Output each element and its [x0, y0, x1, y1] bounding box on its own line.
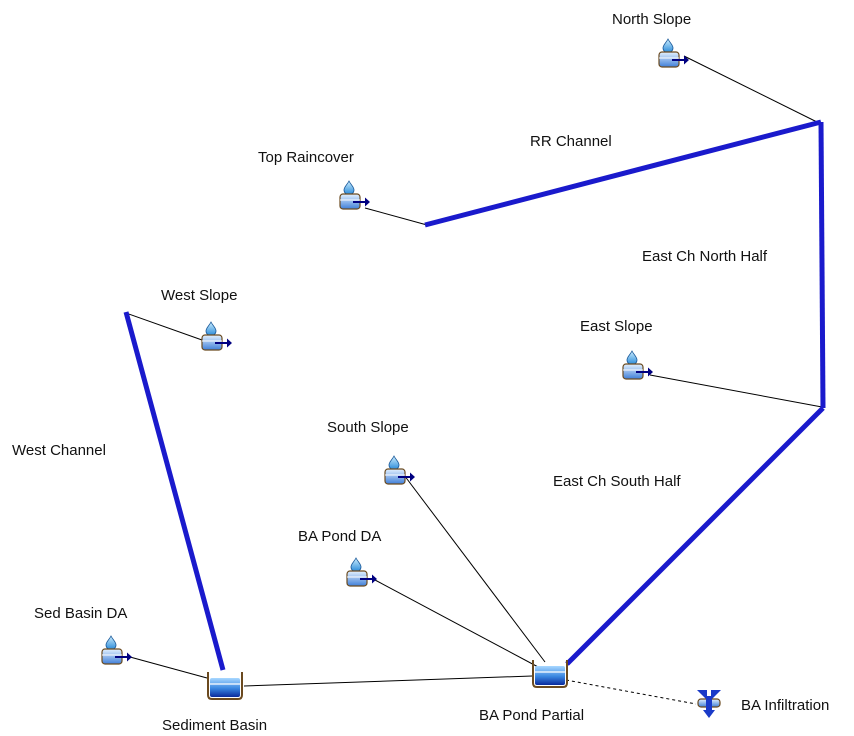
connector-top-raincover	[364, 207, 428, 226]
connector-east-slope	[649, 374, 823, 408]
subbasin-icon	[339, 180, 371, 210]
connector-ba-pond-to-infiltration	[565, 679, 697, 705]
connector-ba-pond-da	[374, 579, 541, 669]
sink-ba-infiltration[interactable]	[696, 689, 722, 719]
label-sediment-basin: Sediment Basin	[162, 717, 267, 734]
connector-sediment-to-ba-pond	[243, 675, 533, 687]
connector-south-slope	[403, 474, 546, 663]
subbasin-ba-pond-da[interactable]	[346, 557, 378, 587]
connector-west-slope	[125, 312, 203, 341]
reach-east-ch-north-half[interactable]	[818, 121, 826, 409]
subbasin-icon	[622, 350, 654, 380]
subbasin-south-slope[interactable]	[384, 455, 416, 485]
subbasin-icon	[658, 38, 690, 68]
label-west-channel: West Channel	[12, 442, 106, 459]
reservoir-ba-pond-partial[interactable]	[532, 659, 568, 688]
label-east-ch-south-half: East Ch South Half	[553, 473, 681, 490]
reservoir-icon	[532, 659, 568, 688]
subbasin-east-slope[interactable]	[622, 350, 654, 380]
connector-sed-basin-da	[129, 656, 208, 679]
label-ba-infiltration: BA Infiltration	[741, 697, 829, 714]
label-rr-channel: RR Channel	[530, 133, 612, 150]
reservoir-icon	[207, 671, 243, 700]
label-north-slope: North Slope	[612, 11, 691, 28]
subbasin-icon	[346, 557, 378, 587]
subbasin-west-slope[interactable]	[201, 321, 233, 351]
connector-north-slope	[683, 55, 820, 124]
label-east-slope: East Slope	[580, 318, 653, 335]
label-east-ch-north-half: East Ch North Half	[642, 248, 768, 265]
subbasin-top-raincover[interactable]	[339, 180, 371, 210]
sink-icon	[696, 689, 722, 719]
label-top-raincover: Top Raincover	[258, 149, 354, 166]
label-ba-pond-partial: BA Pond Partial	[479, 707, 584, 724]
reach-west-channel[interactable]	[123, 311, 226, 671]
subbasin-icon	[201, 321, 233, 351]
subbasin-north-slope[interactable]	[658, 38, 690, 68]
label-west-slope: West Slope	[161, 287, 237, 304]
reach-east-ch-south-half[interactable]	[565, 406, 825, 666]
subbasin-icon	[101, 635, 133, 665]
subbasin-sed-basin-da[interactable]	[101, 635, 133, 665]
label-sed-basin-da: Sed Basin DA	[34, 605, 127, 622]
reservoir-sediment-basin[interactable]	[207, 671, 243, 700]
reach-rr-channel[interactable]	[424, 119, 822, 228]
subbasin-icon	[384, 455, 416, 485]
label-ba-pond-da: BA Pond DA	[298, 528, 381, 545]
label-south-slope: South Slope	[327, 419, 409, 436]
